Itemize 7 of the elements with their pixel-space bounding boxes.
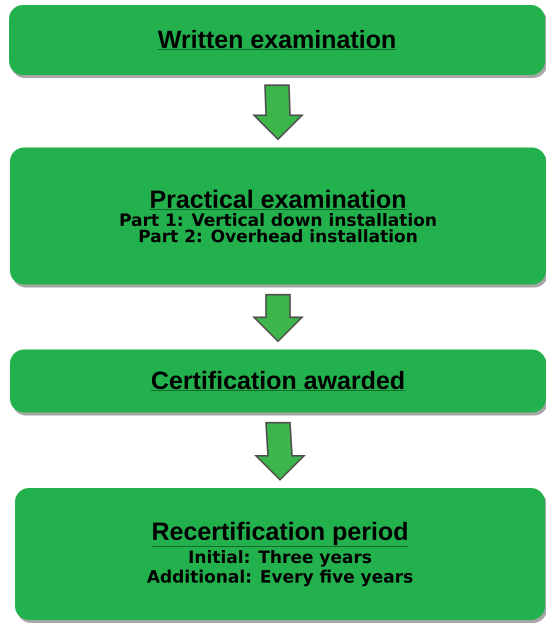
arrow [252, 294, 304, 342]
process-box: Practical examination Part 1: Vertical down installation Part 2: Overhead installation [10, 148, 546, 288]
process-box: Recertification period Initial: Three years Additional: Every five years [15, 488, 546, 623]
arrow [254, 422, 306, 481]
arrow [252, 84, 304, 140]
process-box: Certification awarded [10, 350, 546, 416]
process-box: Written examination [9, 5, 546, 78]
